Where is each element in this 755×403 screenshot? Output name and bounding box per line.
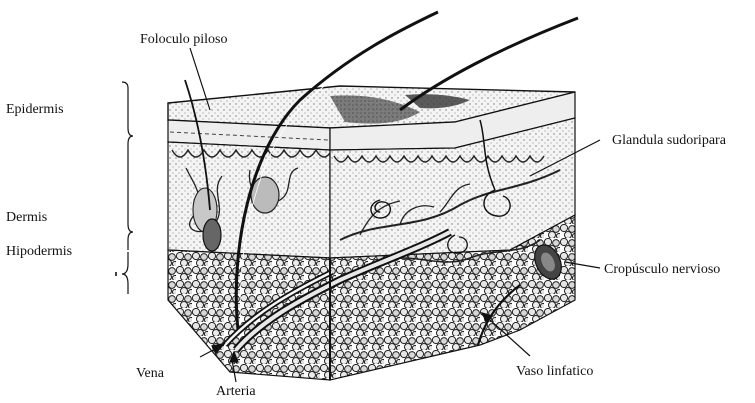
label-arteria: Arteria	[216, 384, 256, 400]
label-cropusculo-nervioso: Cropúsculo nervioso	[604, 262, 720, 278]
label-epidermis: Epidermis	[6, 102, 64, 118]
layer-braces	[116, 82, 133, 294]
block-right-face	[330, 92, 575, 380]
label-dermis: Dermis	[6, 210, 47, 226]
label-vaso-linfatico: Vaso linfatico	[516, 364, 593, 380]
label-glandula-sudoripara: Glandula sudoripara	[612, 133, 726, 149]
label-foloculo-piloso: Foloculo piloso	[140, 32, 228, 48]
label-vena: Vena	[136, 366, 164, 382]
label-hipodermis: Hipodermis	[6, 244, 72, 260]
